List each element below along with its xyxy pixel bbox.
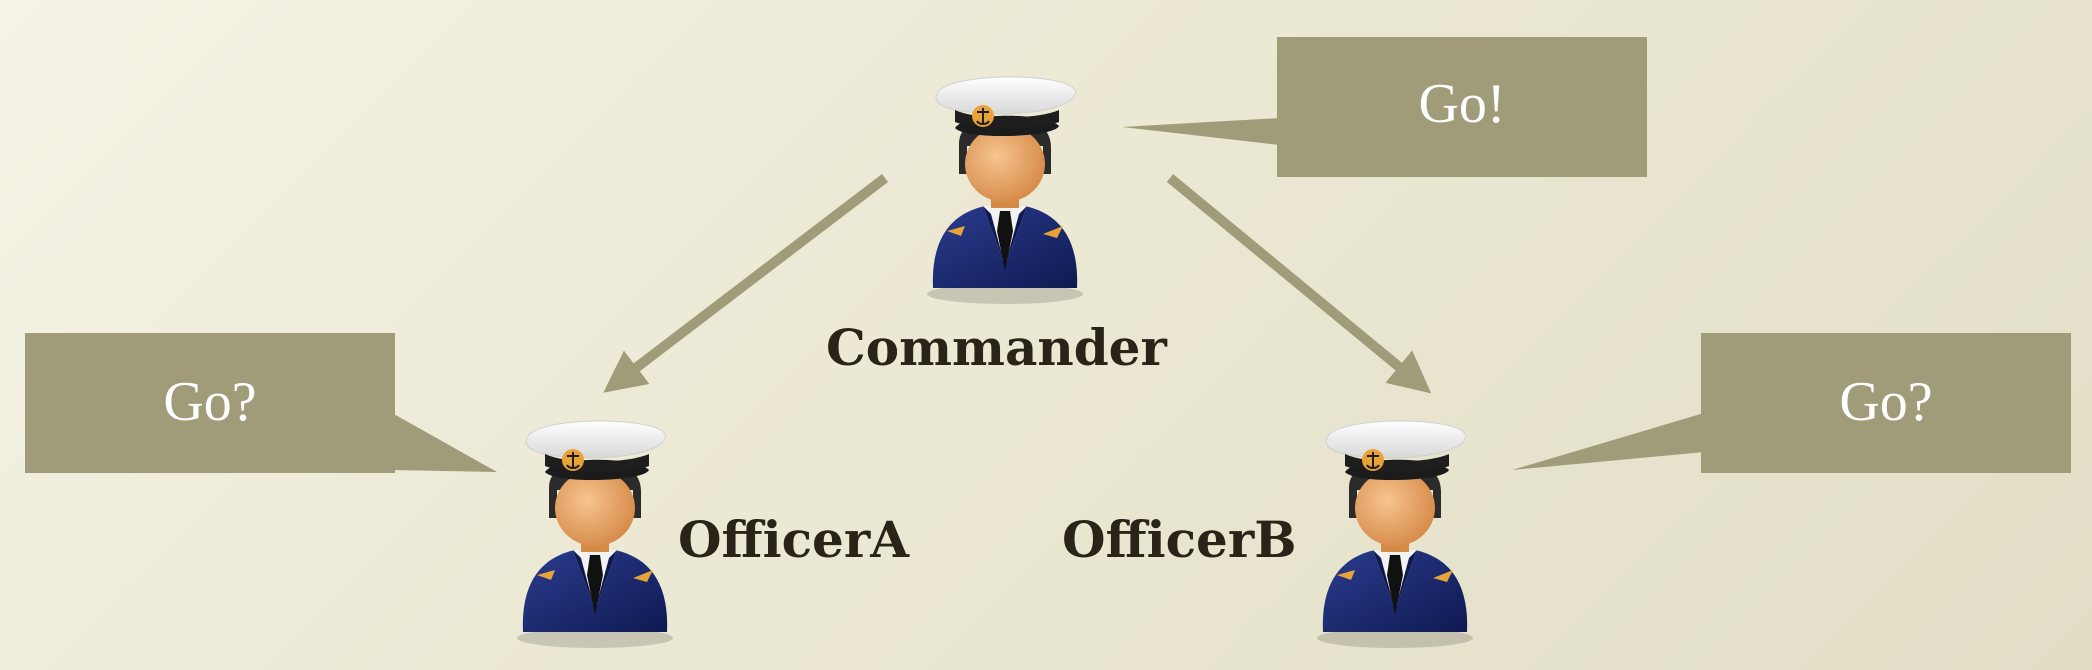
naval-officer-icon — [926, 75, 1084, 305]
speech-bubble-officer-b — [1512, 333, 2071, 473]
node-label-officer-a: OfficerA — [678, 510, 909, 569]
naval-officer-icon — [1316, 419, 1474, 649]
node-label-officer-b: OfficerB — [1062, 510, 1297, 569]
naval-officer-icon — [516, 419, 674, 649]
speech-bubble-commander — [1122, 37, 1647, 177]
speech-bubble-officer-a-text: Go? — [163, 371, 257, 433]
arrow-commander-to-officer-b — [1166, 174, 1432, 394]
speech-bubble-commander-text: Go! — [1418, 73, 1506, 135]
arrow-commander-to-officer-a — [603, 174, 889, 393]
speech-bubble-officer-a — [25, 333, 497, 473]
speech-bubble-officer-b-text: Go? — [1839, 371, 1933, 433]
node-label-commander: Commander — [826, 318, 1167, 377]
